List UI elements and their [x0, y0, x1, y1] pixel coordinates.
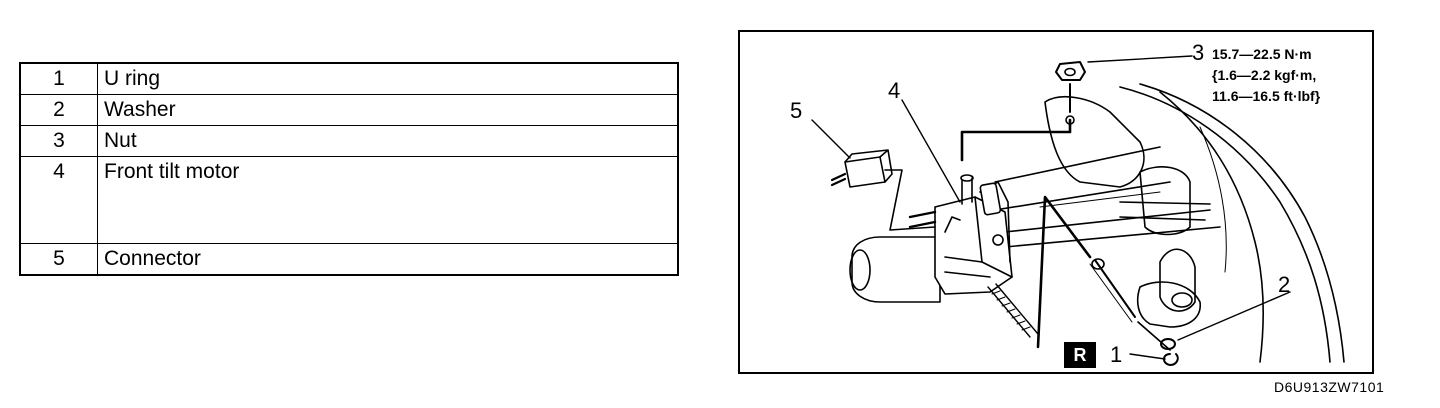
part-name: Connector [97, 243, 679, 276]
torque-kgfm: {1.6—2.2 kgf·m, [1212, 67, 1317, 83]
part-name: Nut [97, 125, 679, 157]
figure-code: D6U913ZW7101 [1274, 379, 1385, 395]
part-name: Front tilt motor [97, 156, 679, 244]
callout-3: 3 [1192, 40, 1205, 65]
callout-2: 2 [1278, 272, 1291, 297]
parts-table: 1 U ring 2 Washer 3 Nut 4 Front tilt mot… [19, 62, 679, 276]
torque-nm: 15.7—22.5 N·m [1212, 46, 1312, 62]
part-name: Washer [97, 94, 679, 126]
part-number: 2 [19, 94, 98, 126]
part-name: U ring [97, 62, 679, 95]
part-number: 4 [19, 156, 98, 244]
torque-spec: 15.7—22.5 N·m {1.6—2.2 kgf·m, 11.6—16.5 … [1212, 44, 1320, 107]
motor-assembly-drawing [811, 55, 1345, 366]
exploded-view-figure: 3 2 1 4 5 15.7—22.5 N·m {1.6—2.2 kgf·m, … [738, 30, 1374, 374]
table-row: 3 Nut [19, 125, 679, 157]
callout-4: 4 [888, 78, 901, 103]
part-number: 1 [19, 62, 98, 95]
torque-ftlbf: 11.6—16.5 ft·lbf} [1212, 88, 1321, 104]
part-number: 5 [19, 243, 98, 276]
table-row: 2 Washer [19, 94, 679, 126]
callout-1: 1 [1110, 342, 1123, 367]
part-number: 3 [19, 125, 98, 157]
callout-5: 5 [790, 98, 803, 123]
replace-badge: R [1064, 342, 1096, 368]
table-row: 5 Connector [19, 243, 679, 276]
table-row: 1 U ring [19, 62, 679, 95]
table-row: 4 Front tilt motor [19, 156, 679, 244]
